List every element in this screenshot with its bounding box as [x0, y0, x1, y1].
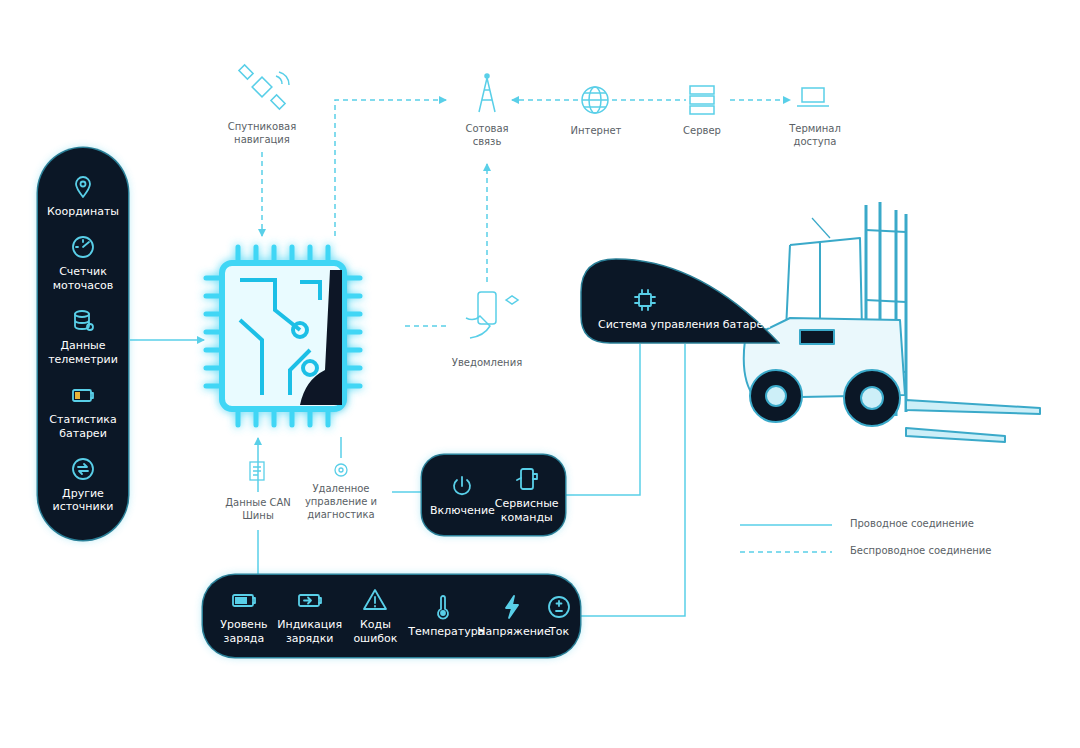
legend-samples: [740, 525, 832, 552]
item-label: Счетчик моточасов: [42, 265, 124, 293]
item-icon: [546, 594, 572, 625]
wired-connector: [565, 344, 640, 495]
laptop-icon: [797, 88, 829, 106]
annotation-label: Сотовая связь: [450, 122, 524, 148]
item-icon: [70, 234, 96, 265]
item-icon: [231, 587, 257, 618]
panel-item: Индикация зарядки: [277, 587, 343, 646]
item-icon: [70, 308, 96, 339]
server-icon: [690, 86, 714, 114]
item-label: Температура: [408, 625, 477, 639]
forklift-illustration: [744, 202, 1040, 442]
annotation-label: Уведомления: [440, 356, 534, 369]
item-label: Система управления батареи: [598, 318, 770, 332]
phone-icon: [466, 292, 518, 338]
bms-data-panel: Уровень зарядаИндикация зарядкиКоды ошиб…: [203, 575, 580, 657]
bms-callout: Система управления батареи: [580, 258, 780, 344]
panel-item: Температура: [408, 594, 477, 639]
panel-item: Коды ошибок: [343, 587, 409, 646]
can-doc-icon: [250, 462, 264, 480]
panel-item: Координаты: [47, 174, 119, 219]
globe-icon: [582, 87, 608, 113]
panel-item: Статистика батареи: [42, 382, 124, 441]
cell-tower-icon: [479, 74, 495, 112]
item-icon: [70, 174, 96, 205]
wired-connector: [580, 344, 685, 616]
item-icon: [499, 594, 525, 625]
item-label: Индикация зарядки: [277, 618, 343, 646]
item-label: Уровень заряда: [211, 618, 277, 646]
item-label: Коды ошибок: [343, 618, 409, 646]
item-icon: [70, 382, 96, 413]
panel-item: Сервисные команды: [495, 466, 559, 525]
item-icon: [632, 287, 658, 318]
item-label: Включение: [430, 504, 495, 518]
annotation-label: Спутниковая навигация: [215, 120, 309, 146]
panel-item: Уровень заряда: [211, 587, 277, 646]
item-label: Ток: [549, 625, 569, 639]
item-label: Сервисные команды: [495, 497, 559, 525]
gear-icon: [335, 464, 347, 476]
data-source-panel: КоординатыСчетчик моточасовДанные телеме…: [38, 148, 128, 540]
legend-text: Беспроводное соединение: [850, 545, 992, 556]
annotation-label: Данные CAN Шины: [221, 496, 295, 522]
item-icon: [70, 456, 96, 487]
command-panel: ВключениеСервисные команды: [422, 455, 565, 535]
satellite-icon: [239, 65, 289, 109]
item-icon: [430, 594, 456, 625]
panel-item: Напряжение: [477, 594, 546, 639]
item-label: Другие источники: [42, 487, 124, 515]
item-icon: [449, 473, 475, 504]
processor-chip: [206, 247, 360, 425]
item-label: Напряжение: [477, 625, 546, 639]
item-icon: [514, 466, 540, 497]
item-icon: [297, 587, 323, 618]
item-label: Статистика батареи: [42, 413, 124, 441]
annotation-label: Удаленное управление и диагностика: [291, 482, 391, 521]
panel-item: Включение: [430, 473, 495, 518]
item-label: Данные телеметрии: [42, 339, 124, 367]
item-icon: [362, 587, 388, 618]
legend-text: Проводное соединение: [850, 518, 974, 529]
item-label: Координаты: [47, 205, 119, 219]
annotation-label: Сервер: [670, 124, 734, 137]
panel-item: Ток: [546, 594, 572, 639]
panel-item: Другие источники: [42, 456, 124, 515]
annotation-label: Терминал доступа: [773, 122, 857, 148]
panel-item: Данные телеметрии: [42, 308, 124, 367]
panel-item: Счетчик моточасов: [42, 234, 124, 293]
panel-item: Система управления батареи: [598, 287, 770, 332]
annotation-label: Интернет: [559, 124, 633, 137]
